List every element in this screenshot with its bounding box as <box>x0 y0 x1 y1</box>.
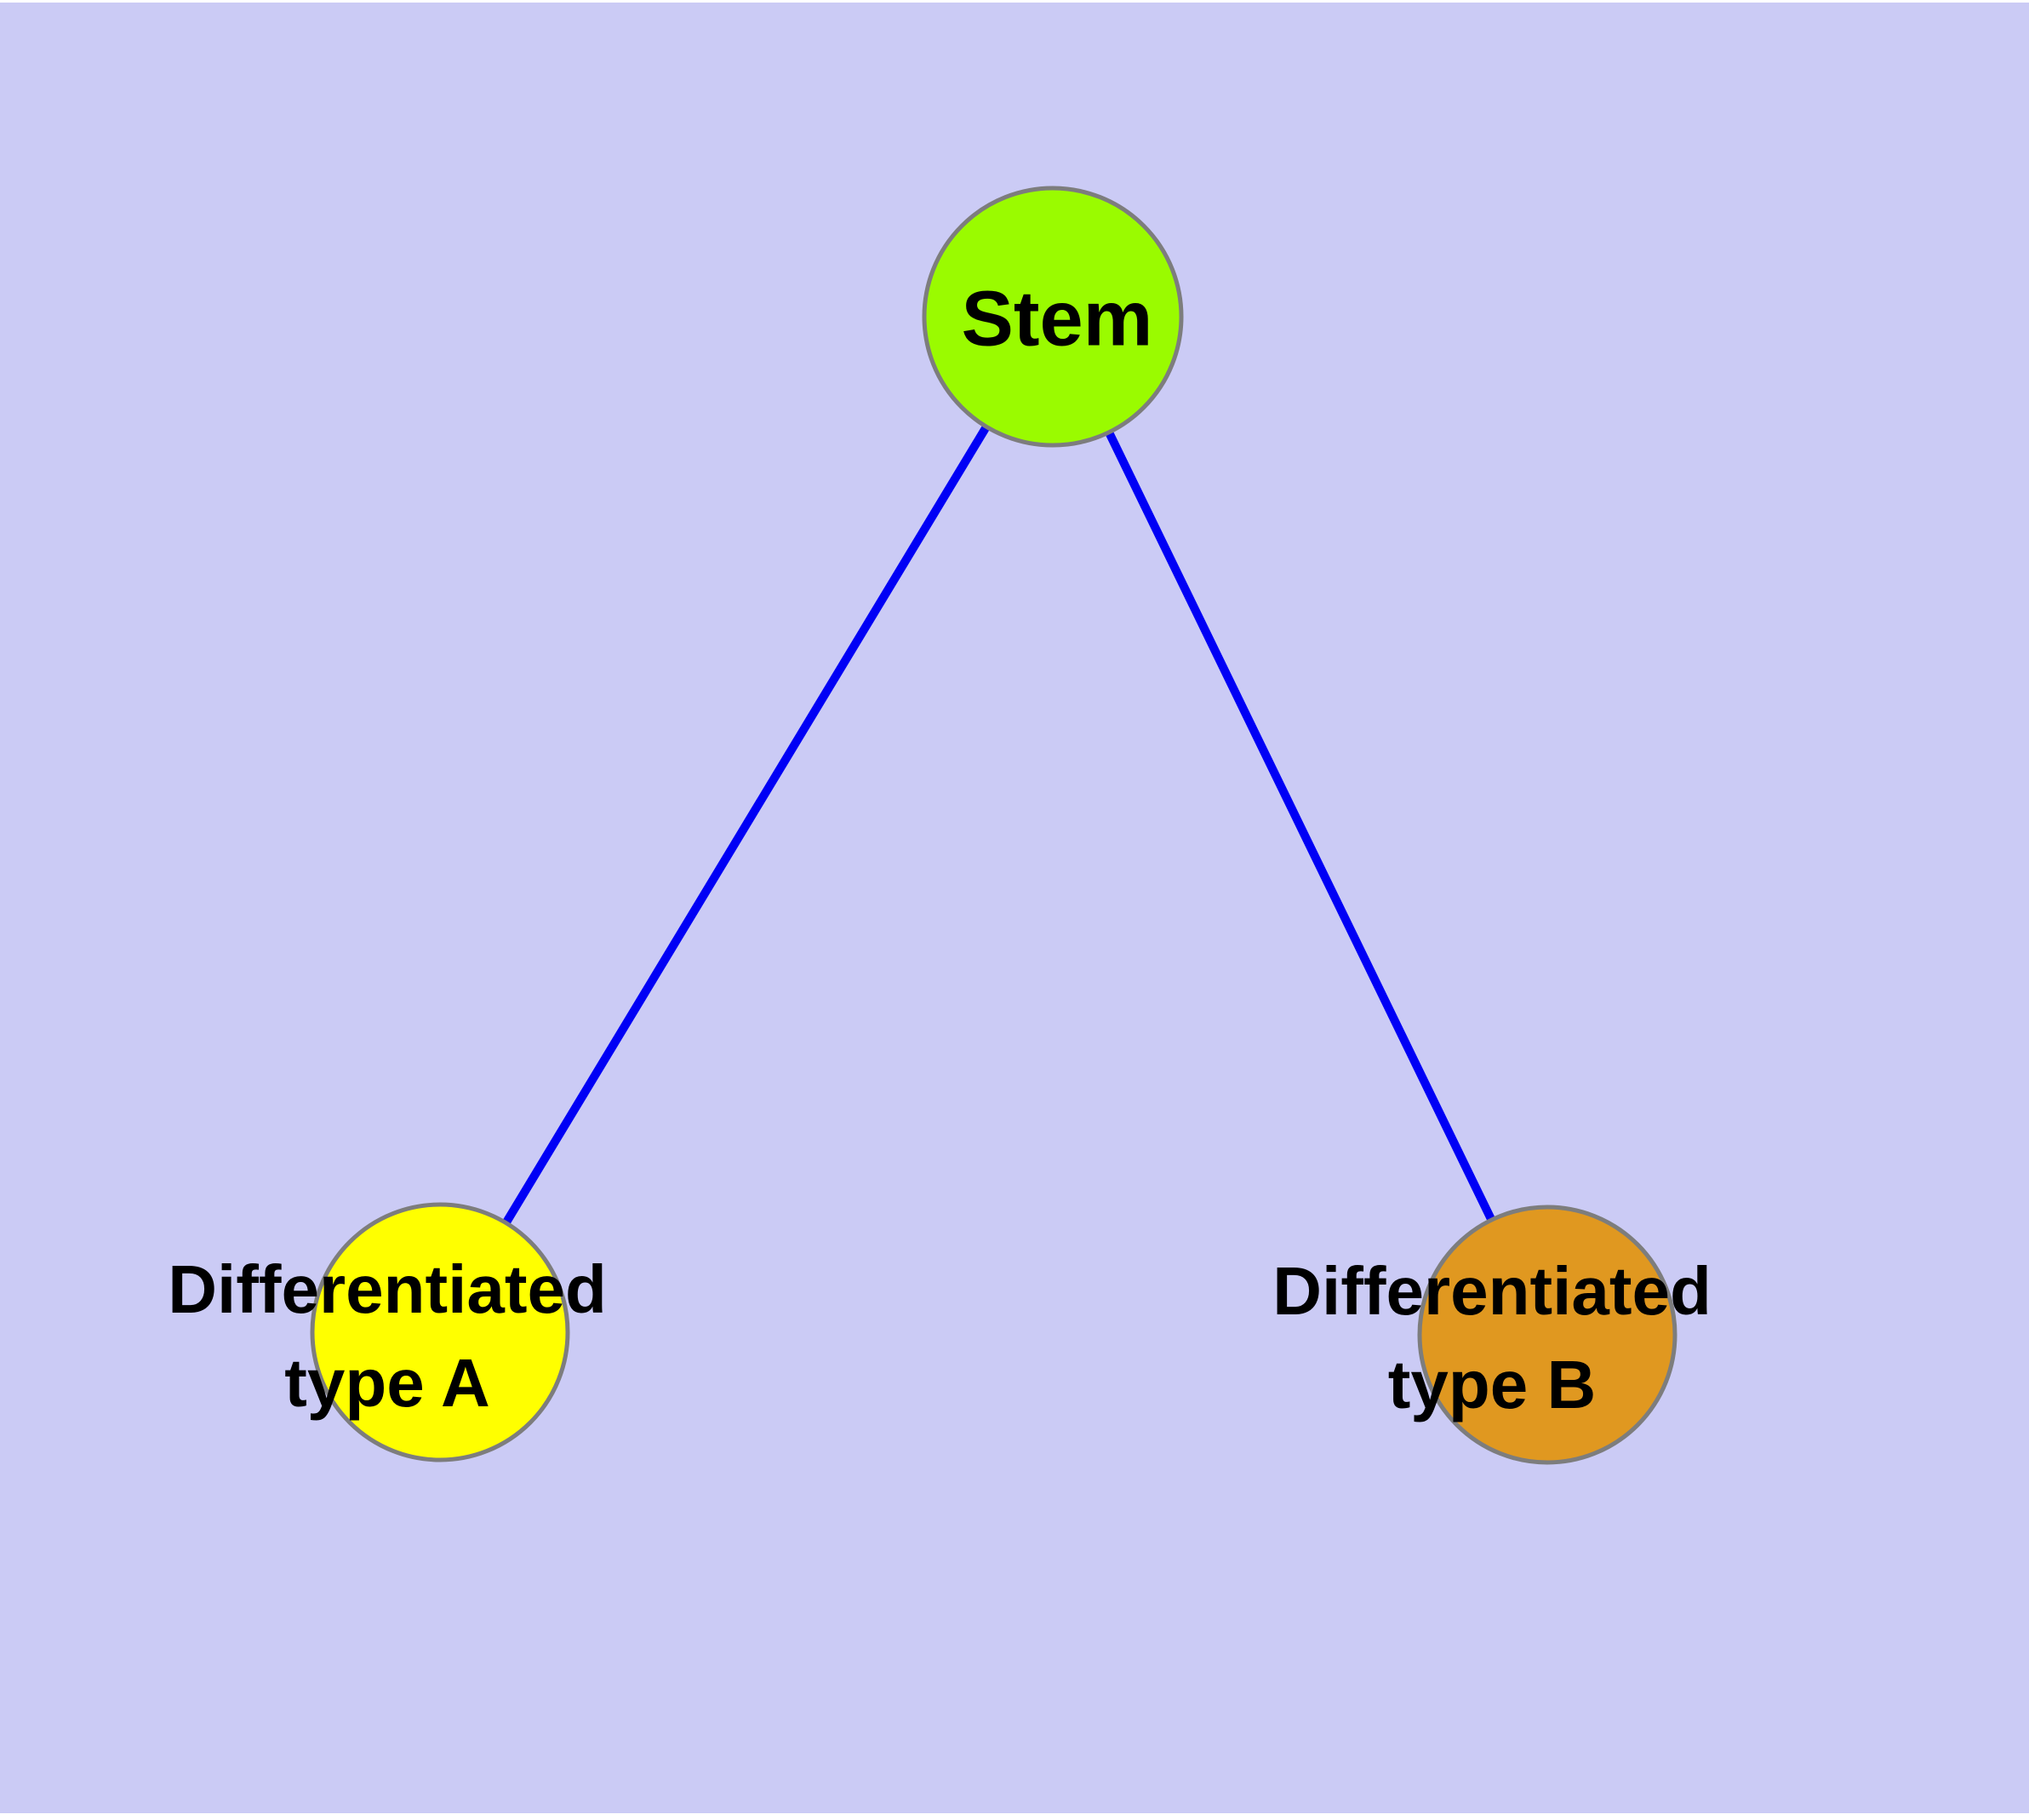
edge-stem-to-type-b <box>1049 314 1552 1337</box>
node-type-b-circle <box>1417 1205 1677 1465</box>
node-stem-circle <box>922 186 1184 448</box>
node-type-a-circle <box>310 1202 570 1462</box>
edge-stem-to-type-a <box>436 314 1057 1335</box>
